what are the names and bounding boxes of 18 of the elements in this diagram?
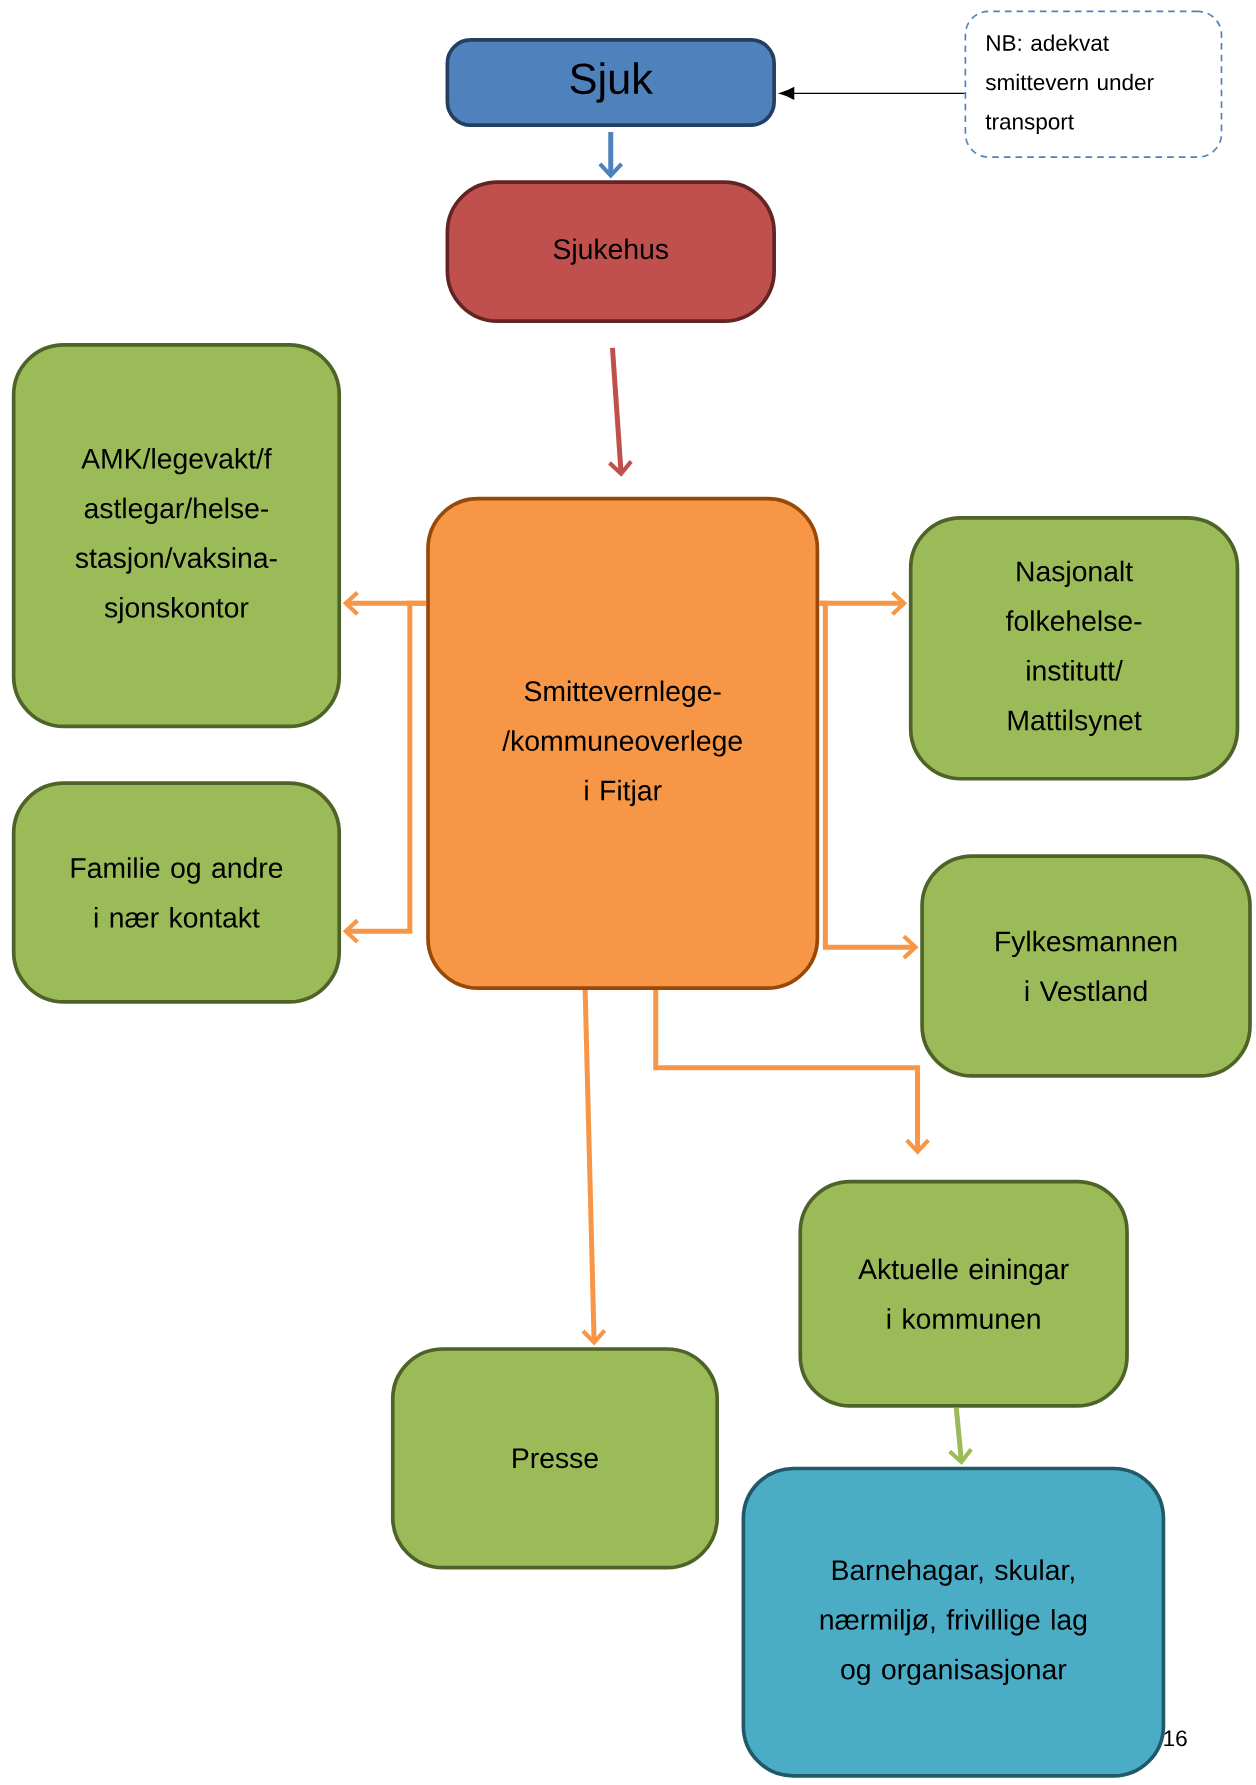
arrow (342, 600, 427, 944)
arrow (948, 1407, 973, 1465)
arrow (581, 989, 607, 1346)
note-box: NB: adekvat smittevern under transport (964, 10, 1223, 158)
process-box: Presse (391, 1347, 720, 1570)
arrow (598, 132, 624, 179)
process-box: Sjukehus (445, 180, 777, 323)
arrow (779, 87, 966, 100)
arrow (653, 990, 931, 1155)
process-box: Nasjonalt folkehelse- institutt/ Mattilsynet (909, 516, 1240, 781)
process-box: Fylkesmannen i Vestland (920, 854, 1252, 1078)
process-box: Sjuk (445, 38, 777, 128)
arrow (608, 347, 633, 477)
process-box: Aktuelle einingar i kommunen (798, 1179, 1130, 1408)
arrow (819, 600, 919, 960)
process-box: Familie og andre i nær kontakt (12, 781, 342, 1004)
process-box: AMK/legevakt/f astlegar/helse- stasjon/vaksina- sjonskontor (12, 343, 342, 729)
process-box: Smittevernlege- /kommuneoverlege i Fitjar (426, 496, 820, 990)
